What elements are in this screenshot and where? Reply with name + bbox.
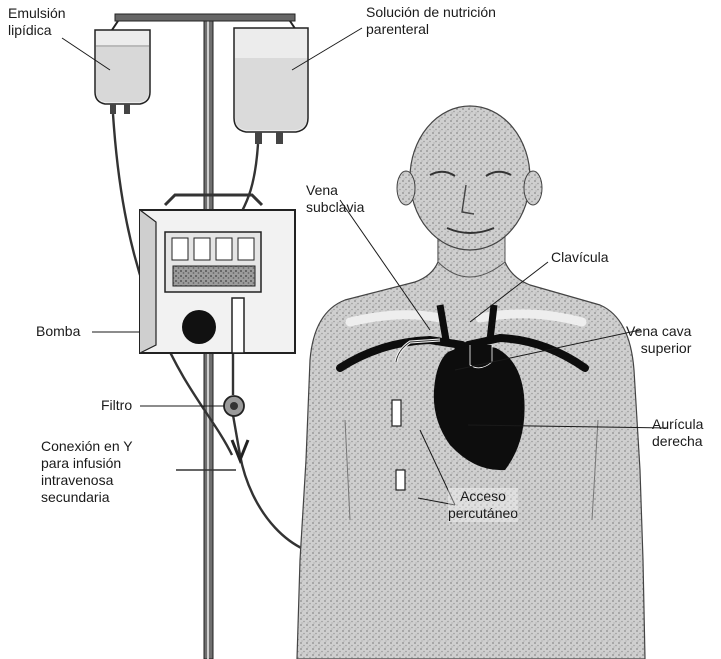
- label-emulsion: Emulsión lipídica: [8, 5, 66, 39]
- label-solucion: Solución de nutrición parenteral: [366, 4, 496, 38]
- label-clavicula: Clavícula: [551, 249, 609, 266]
- label-bomba: Bomba: [36, 323, 80, 340]
- label-filtro: Filtro: [101, 397, 132, 414]
- label-conexion: Conexión en Y para infusión intravenosa …: [41, 438, 133, 506]
- label-acceso: Acceso percutáneo: [448, 488, 518, 522]
- lipid-emulsion-bag: [95, 30, 150, 114]
- label-vena-cava: Vena cava superior: [626, 323, 691, 357]
- parenteral-nutrition-bag: [234, 28, 308, 144]
- label-auricula: Aurícula derecha: [652, 416, 703, 450]
- filter: [224, 396, 244, 416]
- label-vena-subclavia: Vena subclavia: [306, 182, 364, 216]
- infusion-pump: [140, 195, 295, 353]
